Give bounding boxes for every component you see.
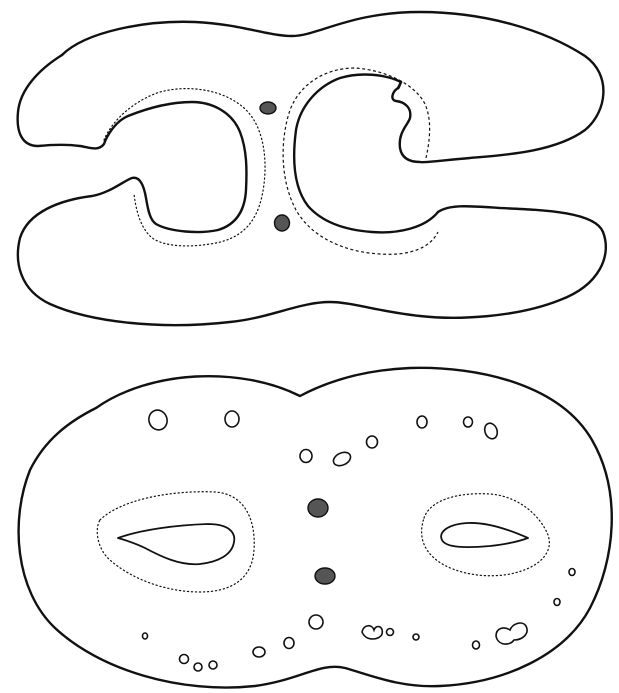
lower-section bbox=[19, 368, 612, 688]
lower-central-bundle-top bbox=[308, 499, 328, 517]
lower-small-bundle bbox=[367, 436, 378, 448]
upper-right-cavity bbox=[294, 75, 438, 233]
lower-small-bundle bbox=[569, 569, 575, 576]
lower-small-bundle bbox=[253, 647, 265, 657]
lower-left-slit-cavity bbox=[118, 524, 234, 564]
lower-small-bundle bbox=[331, 450, 352, 468]
lower-small-bundle bbox=[554, 599, 560, 606]
lower-small-bundle bbox=[300, 450, 312, 463]
lower-small-bundle bbox=[180, 655, 189, 664]
lower-small-bundle bbox=[146, 408, 170, 433]
lower-dotted-halo-left bbox=[97, 492, 254, 592]
upper-outer-outline-lower bbox=[18, 55, 606, 325]
lower-small-bundle bbox=[225, 411, 239, 427]
lower-small-bundle bbox=[209, 661, 217, 669]
upper-outer-outline bbox=[62, 12, 603, 162]
lower-small-bundle bbox=[483, 421, 500, 440]
lower-small-bundle bbox=[473, 641, 480, 649]
lower-central-bundle-bottom bbox=[315, 568, 335, 584]
lower-small-bundle bbox=[284, 638, 294, 649]
lower-small-bundle bbox=[143, 633, 148, 639]
lower-lobed-bundle bbox=[362, 626, 382, 639]
upper-dotted-border-left bbox=[104, 89, 265, 246]
lower-paired-bundle bbox=[496, 623, 527, 644]
upper-central-bundle-bottom bbox=[275, 215, 290, 231]
upper-section bbox=[18, 12, 606, 325]
lower-small-bundle bbox=[413, 634, 419, 640]
lower-small-bundle bbox=[194, 663, 202, 671]
lower-small-bundle bbox=[309, 615, 323, 629]
lower-small-bundle bbox=[464, 417, 473, 427]
lower-small-bundle bbox=[387, 629, 394, 636]
lower-small-bundle bbox=[417, 416, 427, 428]
upper-central-bundle-top bbox=[260, 102, 276, 114]
lower-right-slit-cavity bbox=[441, 523, 528, 547]
lower-outer-outline bbox=[19, 368, 612, 688]
